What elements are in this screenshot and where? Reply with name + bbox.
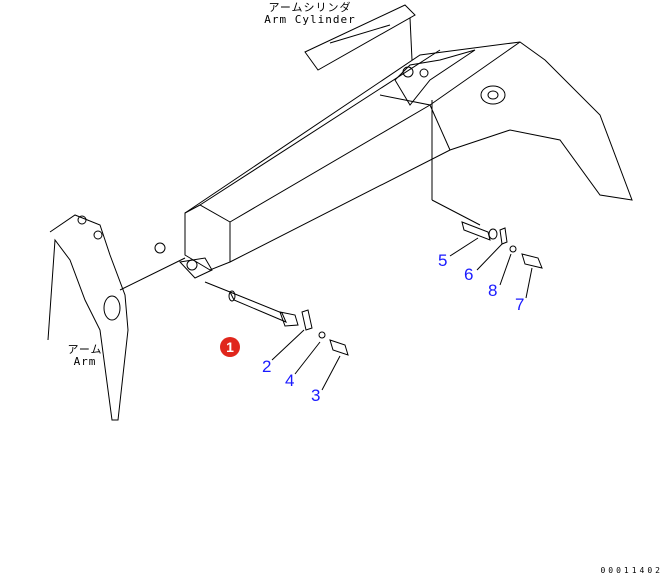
callout-2[interactable]: 2 — [262, 357, 272, 376]
callout-4[interactable]: 4 — [285, 371, 295, 390]
callout-7[interactable]: 7 — [515, 295, 525, 314]
arm-cylinder-label-jp: アームシリンダ — [268, 1, 352, 14]
callout-6[interactable]: 6 — [464, 265, 474, 284]
callout-1[interactable]: 1 — [220, 337, 240, 357]
arm-cylinder — [304, 4, 416, 71]
arm-label-en: Arm — [73, 355, 97, 368]
pin-assembly-lower — [204, 281, 349, 391]
arm-cylinder-label-en: Arm Cylinder — [264, 13, 356, 26]
pin-assembly-upper — [449, 221, 543, 299]
arm-label-jp: アーム — [67, 343, 103, 356]
boom — [154, 41, 633, 279]
callout-8[interactable]: 8 — [488, 281, 498, 300]
callout-5[interactable]: 5 — [438, 251, 448, 270]
callout-3[interactable]: 3 — [311, 386, 321, 405]
drawing-code: 00011402 — [600, 566, 663, 575]
arm — [47, 214, 186, 421]
